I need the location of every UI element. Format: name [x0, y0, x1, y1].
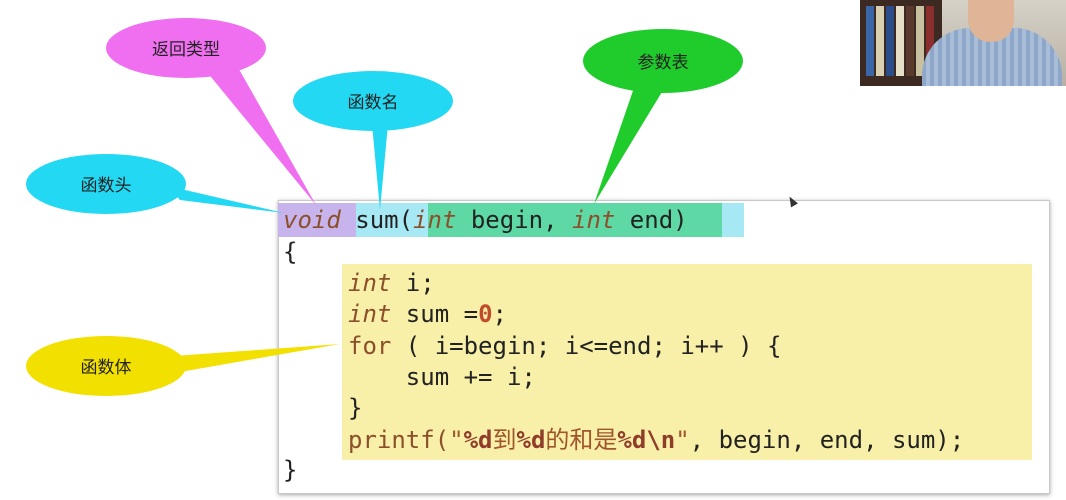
string-text: 到	[492, 426, 517, 454]
function-call: printf(	[348, 426, 450, 454]
book	[886, 6, 894, 76]
code-line-for-loop: for ( i=begin; i<=end; i++ ) {	[348, 331, 782, 361]
book	[906, 6, 914, 76]
code-line-close-brace: }	[283, 456, 298, 484]
code-text: ( i=begin; i<=end; i++ ) {	[391, 332, 782, 360]
parameter-list-highlight	[428, 203, 722, 237]
callout-bubble	[583, 29, 743, 93]
code-line-declare-i: int i;	[348, 268, 435, 298]
code-text: ;	[492, 300, 507, 328]
callout-function-body: 函数体	[26, 336, 340, 396]
format-specifier: %d	[516, 426, 546, 454]
book	[866, 6, 874, 76]
callout-function-name: 函数名	[293, 71, 453, 210]
string-text: 的和是	[545, 426, 618, 454]
code-text: , begin, end, sum);	[689, 426, 965, 454]
string-quote: "	[449, 426, 464, 454]
callout-label: 函数名	[348, 93, 399, 113]
callout-parameter-list: 参数表	[583, 29, 743, 204]
book	[916, 6, 924, 76]
callout-bubble	[293, 71, 453, 131]
code-line-declare-sum: int sum =0;	[348, 299, 507, 329]
function-body-highlight	[342, 264, 1032, 460]
callout-bubble	[106, 18, 266, 78]
code-line-close-loop: }	[348, 394, 363, 422]
callout-pointer	[372, 124, 388, 210]
callout-pointer	[594, 82, 668, 204]
callout-pointer	[174, 344, 340, 372]
code-text: sum =	[391, 300, 479, 328]
param-text: end	[615, 206, 674, 234]
callout-pointer	[168, 186, 284, 213]
return-type-keyword: void	[283, 206, 341, 234]
param-type-keyword: int	[413, 206, 457, 234]
code-line-open-brace: {	[283, 238, 298, 266]
loop-keyword: for	[348, 332, 392, 360]
code-line-printf: printf("%d到%d的和是%d\n", begin, end, sum);	[348, 425, 964, 455]
function-name: sum(	[355, 206, 414, 234]
book	[926, 6, 934, 76]
param-type-keyword: int	[572, 206, 616, 234]
type-keyword: int	[348, 300, 392, 328]
param-text: begin,	[456, 206, 572, 234]
person-face	[968, 0, 1014, 42]
callout-label: 参数表	[638, 53, 689, 73]
book	[896, 6, 904, 76]
code-line-signature: void sum(int begin, int end)	[283, 205, 688, 235]
callout-bubble	[26, 336, 186, 396]
callout-label: 函数体	[81, 358, 132, 378]
string-quote: "	[675, 426, 690, 454]
format-specifier: %d	[463, 426, 493, 454]
number-literal: 0	[478, 300, 493, 328]
type-keyword: int	[348, 269, 392, 297]
return-type-highlight	[278, 203, 356, 237]
close-paren: )	[673, 206, 688, 234]
callout-pointer	[202, 64, 316, 205]
callout-function-head: 函数头	[26, 154, 284, 214]
code-line-accumulate: sum += i;	[348, 363, 536, 391]
callout-bubble	[26, 154, 186, 214]
callout-label: 函数头	[81, 176, 132, 196]
format-specifier: %d\n	[617, 426, 676, 454]
code-text: i;	[391, 269, 435, 297]
callout-label: 返回类型	[152, 40, 220, 60]
book	[876, 6, 884, 76]
webcam-overlay	[860, 0, 1066, 86]
callout-return-type: 返回类型	[106, 18, 316, 205]
